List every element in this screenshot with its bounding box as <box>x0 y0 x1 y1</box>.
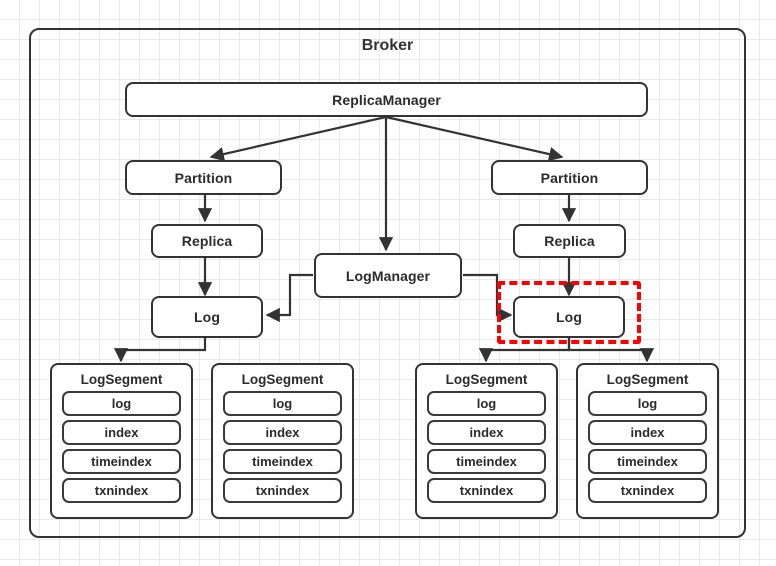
broker-container <box>29 28 746 538</box>
logsegment-3-field-txnindex[interactable]: txnindex <box>427 478 546 503</box>
node-replica-left[interactable]: Replica <box>151 224 263 258</box>
node-replicamanager[interactable]: ReplicaManager <box>125 82 648 117</box>
logsegment-2-field-timeindex[interactable]: timeindex <box>223 449 342 474</box>
logsegment-1-field-log[interactable]: log <box>62 391 181 416</box>
logsegment-4-title: LogSegment <box>606 372 689 387</box>
logsegment-3[interactable]: LogSegment log index timeindex txnindex <box>415 363 558 519</box>
logsegment-4[interactable]: LogSegment log index timeindex txnindex <box>576 363 719 519</box>
node-log-left-label: Log <box>194 309 220 325</box>
node-log-right[interactable]: Log <box>513 296 625 338</box>
logsegment-3-field-log[interactable]: log <box>427 391 546 416</box>
node-logmanager-label: LogManager <box>345 267 431 284</box>
logsegment-4-field-log[interactable]: log <box>588 391 707 416</box>
node-partition-left-label: Partition <box>174 169 233 186</box>
logsegment-2[interactable]: LogSegment log index timeindex txnindex <box>211 363 354 519</box>
node-replica-left-label: Replica <box>181 233 233 249</box>
logsegment-4-field-index[interactable]: index <box>588 420 707 445</box>
node-partition-right-label: Partition <box>540 169 599 186</box>
logsegment-3-field-index[interactable]: index <box>427 420 546 445</box>
logsegment-1-field-timeindex[interactable]: timeindex <box>62 449 181 474</box>
logsegment-1-field-index[interactable]: index <box>62 420 181 445</box>
node-replica-right[interactable]: Replica <box>513 224 626 258</box>
logsegment-1-title: LogSegment <box>80 372 163 387</box>
logsegment-4-field-timeindex[interactable]: timeindex <box>588 449 707 474</box>
node-partition-right[interactable]: Partition <box>491 160 648 195</box>
node-partition-left[interactable]: Partition <box>125 160 282 195</box>
node-replica-right-label: Replica <box>544 233 595 249</box>
logsegment-2-field-log[interactable]: log <box>223 391 342 416</box>
node-log-right-label: Log <box>556 309 582 325</box>
logsegment-2-title: LogSegment <box>241 372 324 387</box>
logsegment-3-field-timeindex[interactable]: timeindex <box>427 449 546 474</box>
logsegment-3-title: LogSegment <box>445 372 528 387</box>
logsegment-4-field-txnindex[interactable]: txnindex <box>588 478 707 503</box>
node-log-left[interactable]: Log <box>151 296 263 338</box>
logsegment-1-field-txnindex[interactable]: txnindex <box>62 478 181 503</box>
logsegment-1[interactable]: LogSegment log index timeindex txnindex <box>50 363 193 519</box>
logsegment-2-field-index[interactable]: index <box>223 420 342 445</box>
broker-title: Broker <box>361 37 414 54</box>
logsegment-2-field-txnindex[interactable]: txnindex <box>223 478 342 503</box>
node-logmanager[interactable]: LogManager <box>314 253 462 298</box>
node-replicamanager-label: ReplicaManager <box>332 91 441 108</box>
